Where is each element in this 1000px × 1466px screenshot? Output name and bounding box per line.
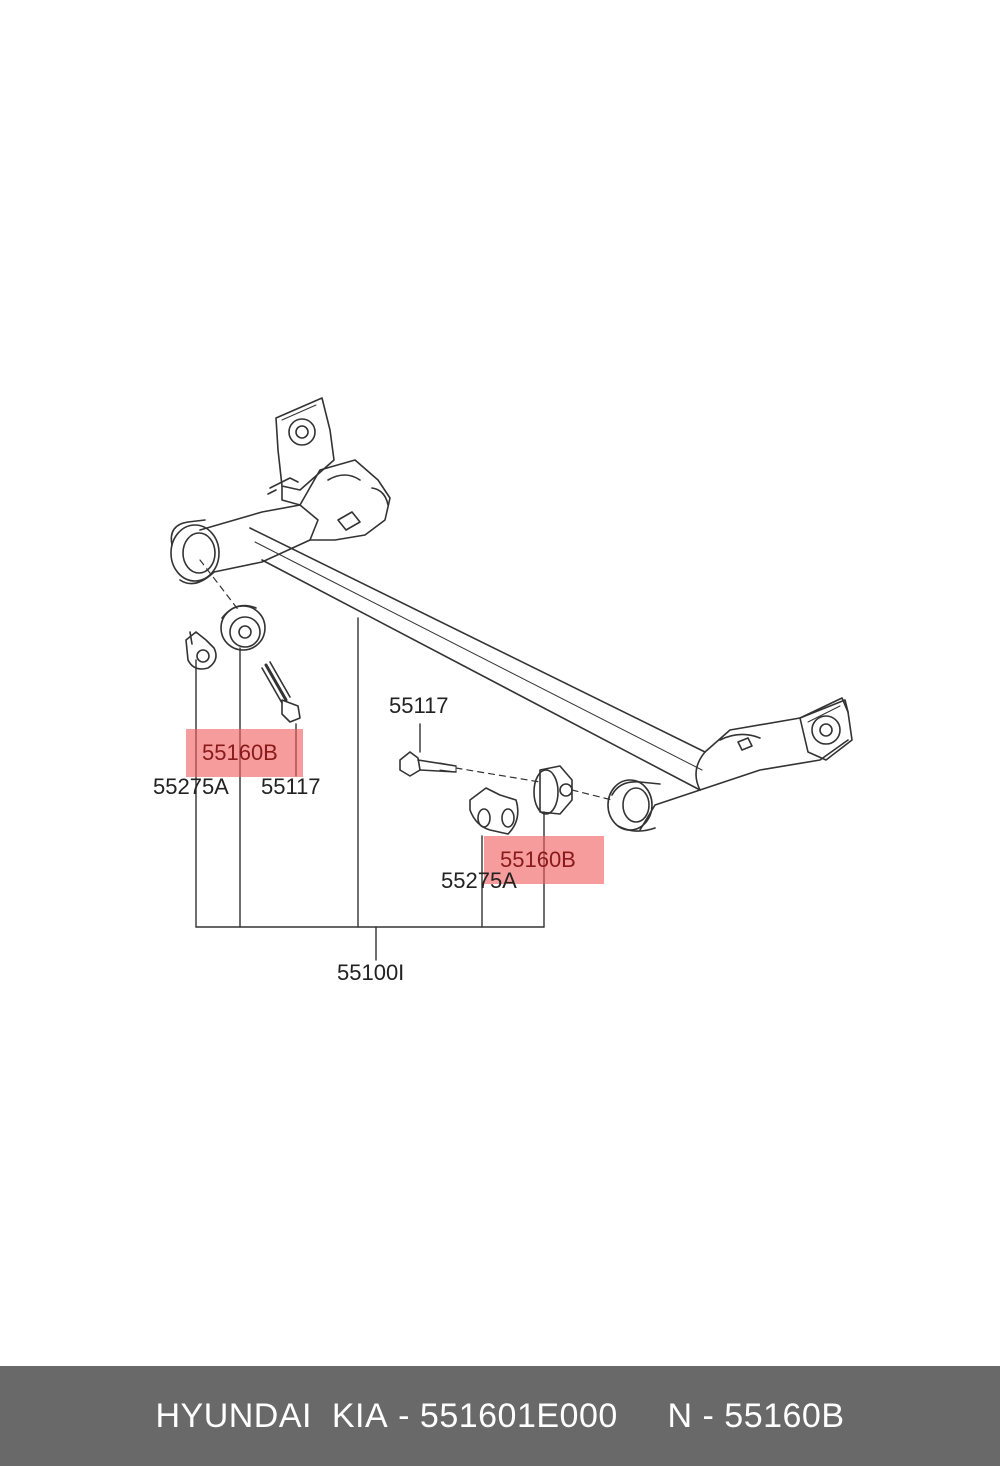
label-55275a-left: 55275A [153, 774, 229, 799]
footer-brand: HYUNDAI KIA [155, 1396, 389, 1435]
right-spindle-plate [799, 697, 853, 761]
parts-diagram: 55117 55160B 55275A 55117 55160B 55275A … [153, 397, 853, 985]
right-bolt [399, 751, 457, 777]
label-55275a-right: 55275A [441, 868, 517, 893]
right-bushing [533, 765, 573, 815]
highlight-55160b-right: 55160B [484, 836, 604, 884]
leader-lines [195, 617, 545, 961]
left-spindle-plate [267, 397, 335, 506]
rear-axle-drawing [170, 397, 853, 961]
label-55117-right: 55117 [389, 693, 449, 718]
torsion-beam [249, 527, 706, 791]
footer-bar: HYUNDAI KIA - 551601E000 N - 55160B [0, 1366, 1000, 1466]
left-bracket [185, 631, 217, 670]
label-55160b-left: 55160B [202, 740, 278, 765]
footer-ref-number: 55160B [724, 1396, 845, 1435]
right-bracket [469, 787, 519, 835]
highlight-55160b-left: 55160B [186, 729, 303, 777]
label-55100i: 55100I [337, 960, 405, 985]
left-trailing-arm [170, 459, 391, 585]
left-bushing [220, 604, 266, 651]
assembly-axes [199, 559, 613, 801]
footer-ref-prefix: N - [667, 1396, 725, 1435]
label-55117-left: 55117 [261, 774, 321, 799]
footer-part-number: 551601E000 [419, 1396, 618, 1435]
left-bolt [261, 661, 301, 723]
footer-gap [618, 1397, 668, 1436]
footer-separator: - [388, 1396, 420, 1435]
label-55160b-right: 55160B [500, 847, 576, 872]
